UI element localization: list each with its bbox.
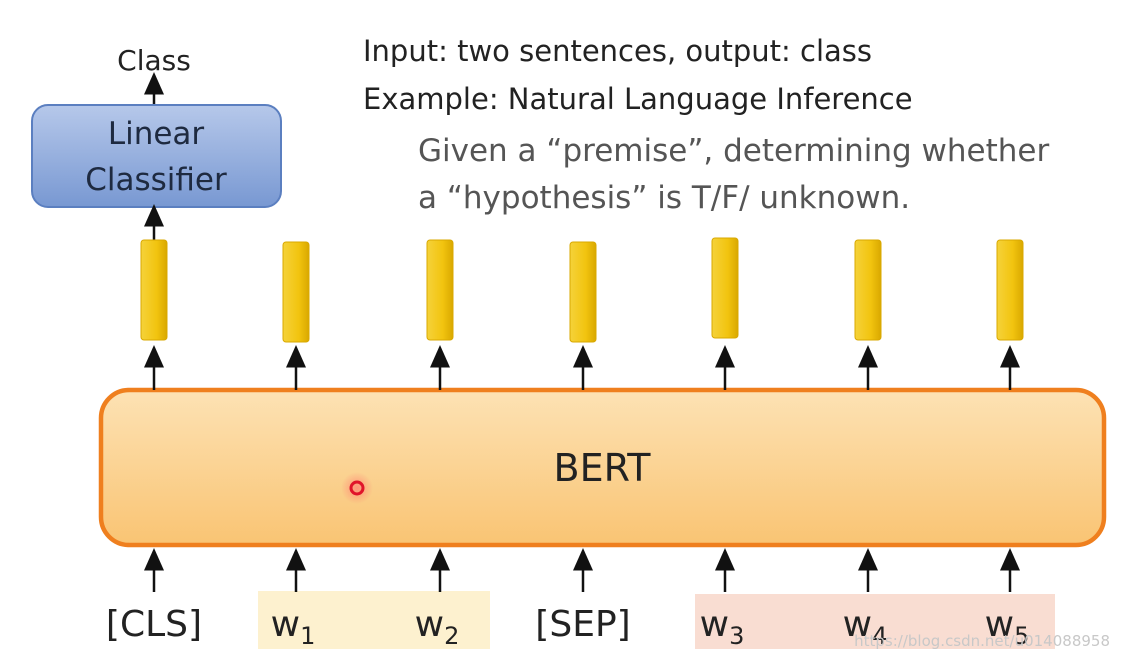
classifier-label-line-1: Linear — [108, 116, 205, 152]
input-token-5: w4 — [843, 604, 888, 650]
input-token-2: w2 — [415, 604, 460, 650]
output-embedding-5 — [854, 239, 882, 341]
description-line-1: Input: two sentences, output: class — [363, 34, 872, 68]
description-line-3: Given a “premise”, determining whether — [418, 133, 1049, 169]
watermark: https://blog.csdn.net/u014088958 — [854, 632, 1110, 650]
bert-label: BERT — [554, 446, 652, 490]
output-embedding-0 — [140, 239, 168, 341]
token-columns: [CLS] w1 w2 [SEP] w3 w4 w5 — [106, 237, 1030, 650]
description-line-2: Example: Natural Language Inference — [363, 82, 913, 116]
bert-model: BERT — [98, 387, 1107, 548]
output-embedding-4 — [711, 237, 739, 339]
input-token-1: w1 — [271, 604, 316, 650]
input-token-4: w3 — [700, 604, 745, 650]
description-line-4: a “hypothesis” is T/F/ unknown. — [418, 180, 910, 216]
linear-classifier: Linear Classifier — [31, 104, 282, 208]
pointer-dot — [341, 472, 373, 504]
classifier-label-line-2: Classifier — [85, 162, 227, 198]
output-embedding-6 — [996, 239, 1024, 341]
output-class-label: Class — [117, 44, 191, 77]
output-embedding-1 — [282, 241, 310, 343]
input-token-0: [CLS] — [106, 604, 202, 645]
sentence2-highlight — [695, 594, 1055, 649]
output-embedding-3 — [569, 241, 597, 343]
output-embedding-2 — [426, 239, 454, 341]
input-token-3: [SEP] — [535, 604, 630, 645]
sentence1-highlight — [258, 591, 490, 649]
input-token-6: w5 — [985, 604, 1030, 650]
